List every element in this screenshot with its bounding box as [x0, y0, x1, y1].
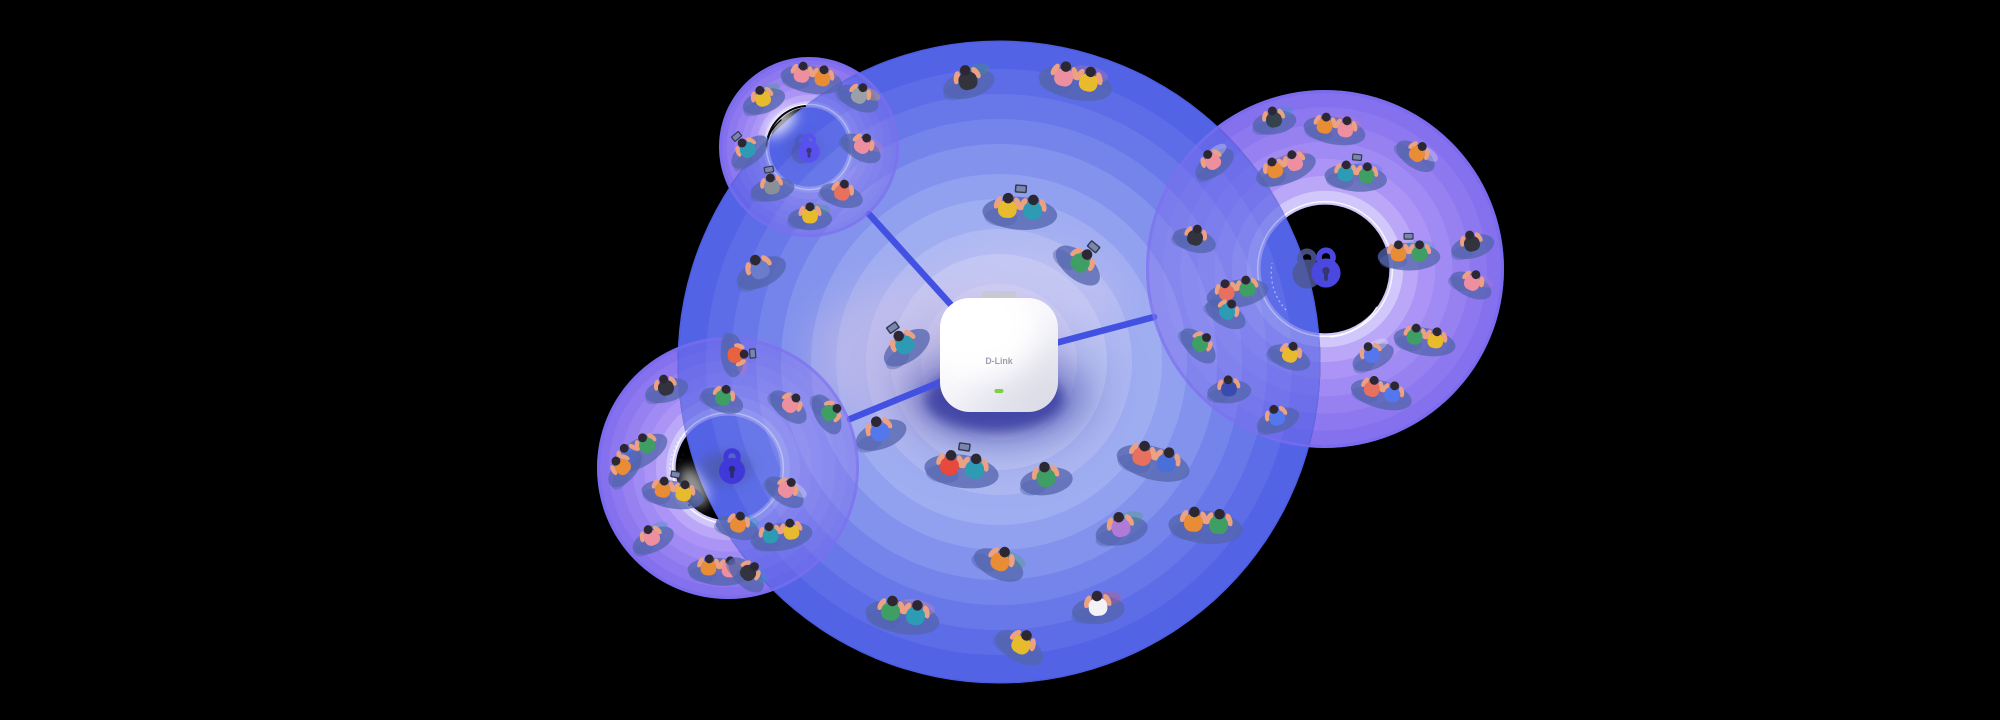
svg-text:D-Link: D-Link [985, 356, 1012, 366]
